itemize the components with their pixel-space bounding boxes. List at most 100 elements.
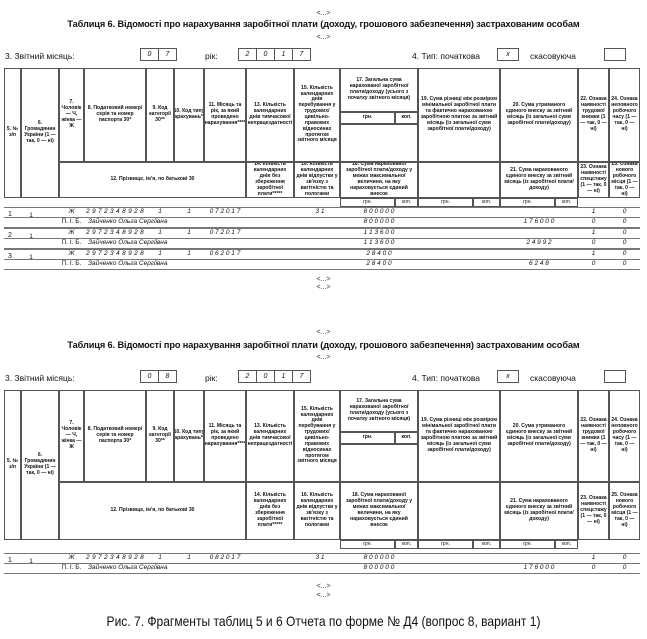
table-row: П. І. Б. Зайченко Ольга Сергіївна 8 0 0 … <box>4 217 640 227</box>
accrual-month: 0 8 2 0 1 7 <box>209 554 241 561</box>
header-empty <box>418 162 500 198</box>
sex-value: Ж <box>68 554 75 561</box>
header-c20: 20. Сума утриманого єдиного внеску за зв… <box>500 390 578 482</box>
header-c8: 8. Податковий номер/серія та номер паспо… <box>84 390 146 482</box>
header-c22: 22. Ознака наявності трудової книжки (1 … <box>578 68 609 162</box>
year-label: рік: <box>205 373 218 383</box>
accrual-month: 0 7 2 0 1 7 <box>209 229 241 236</box>
citizen-flag: 1 <box>29 233 33 240</box>
header-c19: 19. Сума різниці між розміром мінімально… <box>418 390 500 482</box>
sub-kop: коп. <box>555 540 578 549</box>
pib-label: П. І. Б. <box>61 239 82 246</box>
flag-22: 1 <box>591 229 596 236</box>
header-c17: 17. Загальна сума нарахованої заробітної… <box>340 390 418 432</box>
citizen-flag: 1 <box>29 212 33 219</box>
year-digit: 0 <box>256 370 274 383</box>
header-c22: 22. Ознака наявності трудової книжки (1 … <box>578 390 609 482</box>
header-c11: 11. Місяць та рік, за який проведено нар… <box>204 390 246 482</box>
header-c25: 25. Ознака нового робочого місця (1 — та… <box>609 482 640 540</box>
month-digit: 0 <box>140 370 158 383</box>
year-cells: 2 0 1 7 <box>238 48 311 61</box>
pib-label: П. І. Б. <box>61 218 82 225</box>
header-c21: 21. Сума нарахованого єдиного внеску за … <box>500 162 578 198</box>
month-cells: 0 7 <box>140 48 177 61</box>
person-name: Зайченко Ольга Сергіївна <box>88 260 168 267</box>
header-c9: 9. Код категорії 30** <box>146 68 174 162</box>
table-header: 5. № з/п 6. Громадянин України (1 — так,… <box>4 390 640 540</box>
total-salary: 8 0 0 0 0 0 <box>363 208 395 215</box>
month-digit: 0 <box>140 48 158 61</box>
header-c9: 9. Код категорії 30** <box>146 390 174 482</box>
type-label: 4. Тип: початкова <box>412 51 481 61</box>
header-c20: 20. Сума утриманого єдиного внеску за зв… <box>500 68 578 162</box>
pib-label: П. І. Б. <box>61 564 82 571</box>
sub-kop: коп. <box>395 540 418 549</box>
ellipsis-marker: <...> <box>316 10 331 17</box>
tax-id: 2 9 7 2 3 4 8 9 2 8 <box>85 229 145 236</box>
header-c11: 11. Місяць та рік, за який проведено нар… <box>204 68 246 162</box>
sub-grn: грн. <box>340 198 395 207</box>
sub-grn: грн. <box>418 540 473 549</box>
category-code: 1 <box>158 554 162 561</box>
report-meta: 3. Звітний місяць: 0 8 рік: 2 0 1 7 4. Т… <box>0 370 647 388</box>
contribution-sum: 1 7 6 0 0 0 <box>523 564 555 571</box>
records-table-1: 1 1 Ж 2 9 7 2 3 4 8 9 2 8 1 1 0 7 2 0 1 … <box>4 207 640 271</box>
flag-22: 1 <box>591 250 596 257</box>
capped-salary: 2 8 4 0 0 <box>366 260 392 267</box>
flag-24: 0 <box>622 250 627 257</box>
header-c12: 12. Прізвище, ім'я, по батькові 30 <box>59 482 246 540</box>
accrual-type: 1 <box>187 229 191 236</box>
citizen-flag: 1 <box>29 558 33 565</box>
header-c16: 16. Кількість календарних днів відпустки… <box>294 162 340 198</box>
header-c10: 10. Код типу нарахувань*** <box>174 68 204 162</box>
header-c13: 13. Кількість календарних днів тимчасово… <box>246 390 294 482</box>
flag-25: 0 <box>622 564 627 571</box>
report-meta: 3. Звітний місяць: 0 7 рік: 2 0 1 7 4. Т… <box>0 48 647 66</box>
year-digit: 1 <box>274 370 292 383</box>
sex-value: Ж <box>68 208 75 215</box>
table-title: Таблиця 6. Відомості про нарахування зар… <box>67 19 580 29</box>
records-table-2: 1 1 Ж 2 9 7 2 3 4 8 9 2 8 1 1 0 8 2 0 1 … <box>4 553 640 577</box>
flag-22: 1 <box>591 554 596 561</box>
category-code: 1 <box>158 250 162 257</box>
header-c21: 21. Сума нарахованого єдиного внеску за … <box>500 482 578 540</box>
header-c23: 23. Ознака наявності спецстажу (1 — так,… <box>578 162 609 198</box>
person-name: Зайченко Ольга Сергіївна <box>88 239 168 246</box>
header-c12: 12. Прізвище, ім'я, по батькові 30 <box>59 162 246 198</box>
table-row: П. І. Б. Зайченко Ольга Сергіївна 8 0 0 … <box>4 563 640 573</box>
table-row: 2 1 Ж 2 9 7 2 3 4 8 9 2 8 1 1 0 7 2 0 1 … <box>4 228 640 240</box>
total-salary: 2 8 4 0 0 <box>366 250 392 257</box>
header-c6: 6. Громадянин України (1 — так, 0 — ні) <box>21 68 59 198</box>
header-c19: 19. Сума різниці між розміром мінімально… <box>418 68 500 162</box>
days-employed: 3 1 <box>315 208 325 215</box>
header-c5: 5. № з/п <box>4 390 21 540</box>
days-employed: 3 1 <box>315 554 325 561</box>
flag-25: 0 <box>622 260 627 267</box>
year-cells: 2 0 1 7 <box>238 370 311 383</box>
row-number: 2 <box>8 232 12 239</box>
header-c7: 7. Чоловік — Ч, жінка — Ж <box>59 390 84 482</box>
tax-id: 2 9 7 2 3 4 8 9 2 8 <box>85 208 145 215</box>
accrual-type: 1 <box>187 208 191 215</box>
sub-grn: грн. <box>418 198 473 207</box>
capped-salary: 8 0 0 0 0 0 <box>363 564 395 571</box>
citizen-flag: 1 <box>29 254 33 261</box>
header-grn: грн. <box>340 112 395 124</box>
accrual-month: 0 6 2 0 1 7 <box>209 250 241 257</box>
header-c14: 14. Кількість календарних днів без збере… <box>246 482 294 540</box>
contribution-sum: 6 2 4 8 <box>529 260 549 267</box>
header-c24: 24. Ознака неповного робочого часу (1 — … <box>609 390 640 482</box>
flag-23: 0 <box>591 564 596 571</box>
sub-kop: коп. <box>473 540 500 549</box>
row-number: 1 <box>8 211 12 218</box>
flag-25: 0 <box>622 218 627 225</box>
sub-grn: грн. <box>500 198 555 207</box>
accrual-month: 0 7 2 0 1 7 <box>209 208 241 215</box>
header-c10: 10. Код типу нарахувань*** <box>174 390 204 482</box>
sub-grn: грн. <box>340 540 395 549</box>
person-name: Зайченко Ольга Сергіївна <box>88 218 168 225</box>
table-title: Таблиця 6. Відомості про нарахування зар… <box>67 340 580 350</box>
sub-kop: коп. <box>555 198 578 207</box>
flag-23: 0 <box>591 218 596 225</box>
header-c17: 17. Загальна сума нарахованої заробітної… <box>340 68 418 112</box>
